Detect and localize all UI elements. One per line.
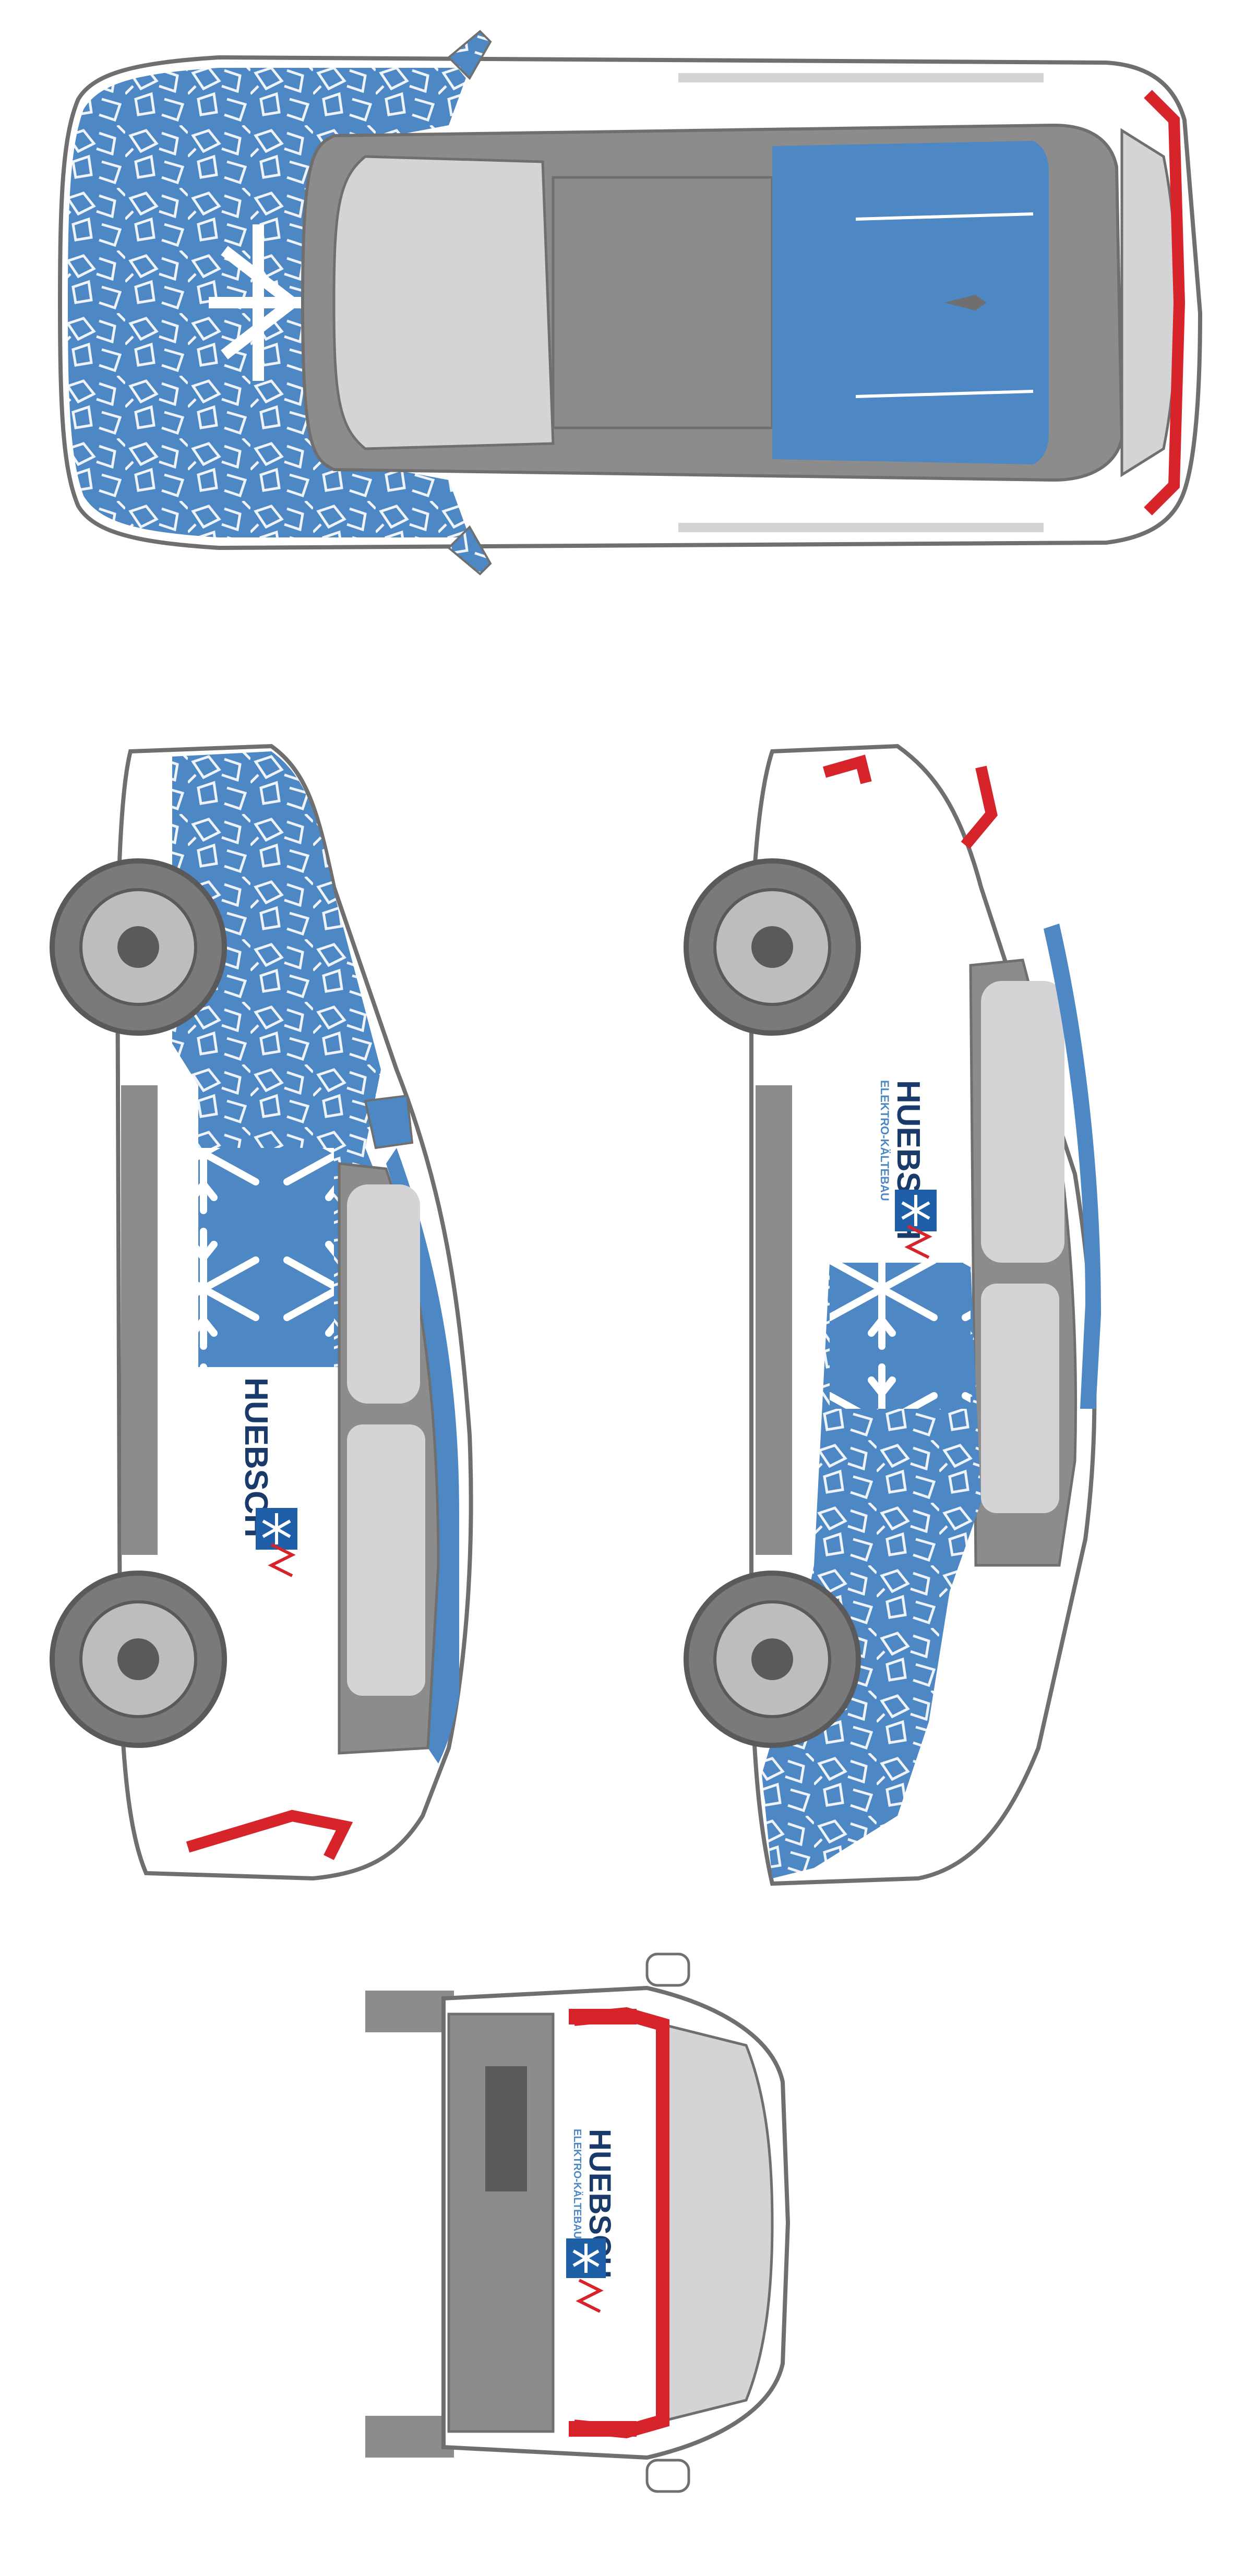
right-front-hub — [751, 926, 793, 968]
right-side-view: HUEBSCH ELEKTRO-KÄLTEBAU — [684, 744, 1101, 1886]
bolt-icon — [268, 1543, 296, 1577]
snowflake-icon — [901, 1195, 930, 1226]
rear-view: HUEBSCH ELEKTRO-KÄLTEBAU — [365, 1952, 791, 2493]
top-mirror-right — [447, 525, 492, 576]
right-front-light — [822, 754, 998, 849]
top-mirror-left — [447, 30, 492, 80]
top-view — [57, 30, 1203, 576]
right-window-rear — [981, 1284, 1059, 1513]
rear-bumper-left — [365, 1991, 454, 2032]
bolt-icon — [904, 1225, 932, 1259]
left-rear-light — [186, 1810, 353, 1860]
left-lower-sill — [121, 1085, 158, 1555]
rear-mirror-right — [645, 2459, 690, 2493]
left-rear-hub — [117, 1638, 159, 1680]
right-a-pillar-strip — [1044, 924, 1101, 1409]
left-front-hub — [117, 926, 159, 968]
logo-subtitle: ELEKTRO-KÄLTEBAU — [878, 1080, 891, 1201]
bolt-icon — [576, 2279, 604, 2313]
top-roof-rail-1 — [855, 212, 1034, 221]
logo-subtitle: ELEKTRO-KÄLTEBAU — [226, 1377, 239, 1499]
snowflake-icon — [262, 1513, 291, 1544]
top-antenna-icon — [944, 295, 986, 310]
rear-glass — [661, 2022, 774, 2423]
right-door-big-flake — [830, 1263, 971, 1409]
snowflake-icon — [572, 2244, 600, 2273]
left-side-view: HUEBSCH ELEKTRO-KÄLTEBAU — [50, 744, 473, 1881]
top-side-strip-right — [678, 523, 1044, 532]
rear-diffuser — [485, 2066, 527, 2191]
rear-bumper-right — [365, 2416, 454, 2458]
left-window-front — [347, 1184, 420, 1404]
right-window-front — [981, 981, 1064, 1263]
rear-mirror-left — [645, 1952, 690, 1987]
left-door-big-flake — [198, 1148, 334, 1367]
top-roof-rail-2 — [855, 390, 1034, 398]
left-a-pillar-strip — [386, 1148, 459, 1764]
rear-light-bottom — [569, 2421, 637, 2437]
top-rear-glass — [1120, 128, 1178, 477]
top-windshield-flake — [209, 224, 308, 381]
left-snowflake-badge — [256, 1508, 297, 1550]
right-snowflake-badge — [895, 1190, 937, 1231]
top-side-strip-left — [678, 73, 1044, 82]
rear-light-top — [569, 2009, 637, 2024]
left-window-rear — [347, 1424, 425, 1696]
top-rear-light-bar — [1144, 90, 1186, 516]
right-lower-sill — [756, 1085, 792, 1555]
logo-subtitle: ELEKTRO-KÄLTEBAU — [571, 2129, 583, 2239]
top-windshield — [332, 155, 555, 450]
top-roof-wrap — [772, 141, 1049, 464]
top-sunroof — [552, 176, 774, 429]
left-mirror — [364, 1094, 414, 1149]
right-rear-hub — [751, 1638, 793, 1680]
rear-snowflake-badge — [566, 2238, 606, 2278]
